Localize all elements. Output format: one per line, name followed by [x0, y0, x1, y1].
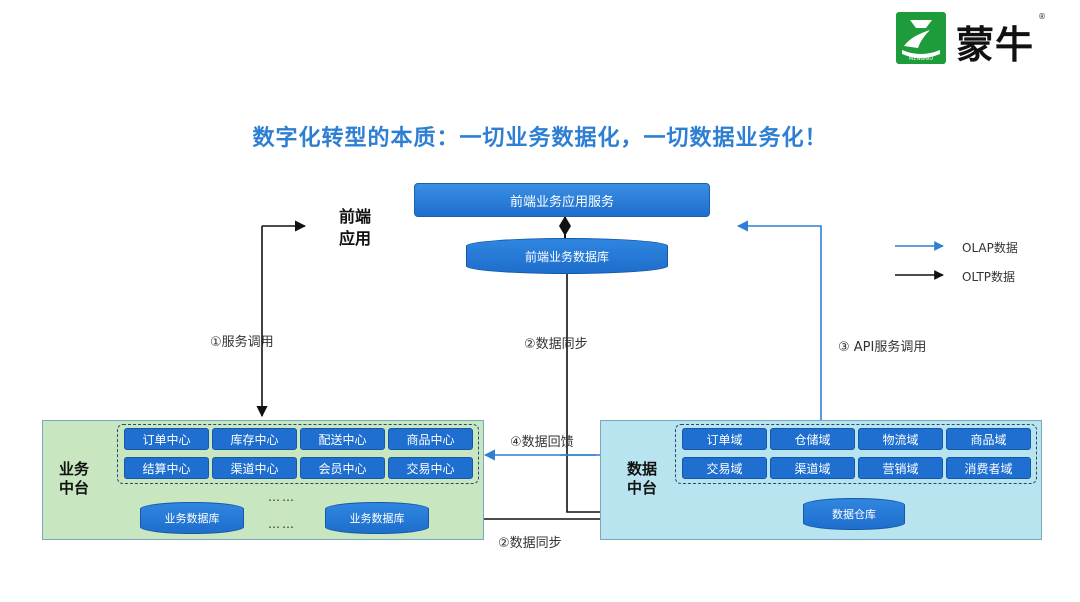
center-channel: 渠道中心 [212, 457, 297, 479]
data-warehouse: 数据仓库 [803, 498, 905, 530]
center-product: 商品中心 [388, 428, 473, 450]
data-domains-group [675, 424, 1037, 484]
registered-mark: ® [1038, 12, 1046, 21]
domain-warehousing: 仓储域 [770, 428, 855, 450]
domain-logistics: 物流域 [858, 428, 943, 450]
logo-mark-icon [902, 20, 940, 58]
logo-mark: MENGNIU [896, 12, 946, 64]
domain-consumer: 消费者域 [946, 457, 1031, 479]
center-member: 会员中心 [300, 457, 385, 479]
frontend-app-label: 前端 应用 [338, 207, 371, 248]
logo-mark-text: MENGNIU [909, 56, 933, 62]
frontend-link-diamond [559, 216, 571, 236]
logo-brand-text: 蒙牛 [956, 22, 1035, 67]
legend-oltp-text: OLTP数据 [962, 270, 1016, 284]
center-delivery: 配送中心 [300, 428, 385, 450]
ellipsis-bottom: …… [268, 517, 296, 531]
center-order: 订单中心 [124, 428, 209, 450]
api-call-line [736, 220, 822, 420]
domain-order: 订单域 [682, 428, 767, 450]
data-sync-label-2: ②数据同步 [498, 536, 562, 551]
api-call-label: ③ API服务调用 [838, 340, 927, 355]
service-call-label: ①服务调用 [210, 335, 274, 350]
data-platform-label: 数据 中台 [626, 460, 657, 497]
frontend-service-box: 前端业务应用服务 [414, 183, 710, 217]
center-settlement: 结算中心 [124, 457, 209, 479]
business-centers-group [117, 424, 479, 484]
business-database-2: 业务数据库 [325, 502, 429, 534]
data-feedback-label: ④数据回馈 [510, 435, 574, 450]
business-platform-label: 业务 中台 [58, 460, 89, 497]
business-database-1: 业务数据库 [140, 502, 244, 534]
domain-marketing: 营销域 [858, 457, 943, 479]
ellipsis-top: …… [268, 490, 296, 504]
data-sync-label-1: ②数据同步 [524, 337, 588, 352]
frontend-database: 前端业务数据库 [466, 238, 668, 274]
domain-channel: 渠道域 [770, 457, 855, 479]
page-title: 数字化转型的本质：一切业务数据化，一切数据业务化！ [252, 126, 828, 151]
center-transaction: 交易中心 [388, 457, 473, 479]
legend-olap-text: OLAP数据 [962, 241, 1018, 255]
center-inventory: 库存中心 [212, 428, 297, 450]
domain-product: 商品域 [946, 428, 1031, 450]
domain-transaction: 交易域 [682, 457, 767, 479]
